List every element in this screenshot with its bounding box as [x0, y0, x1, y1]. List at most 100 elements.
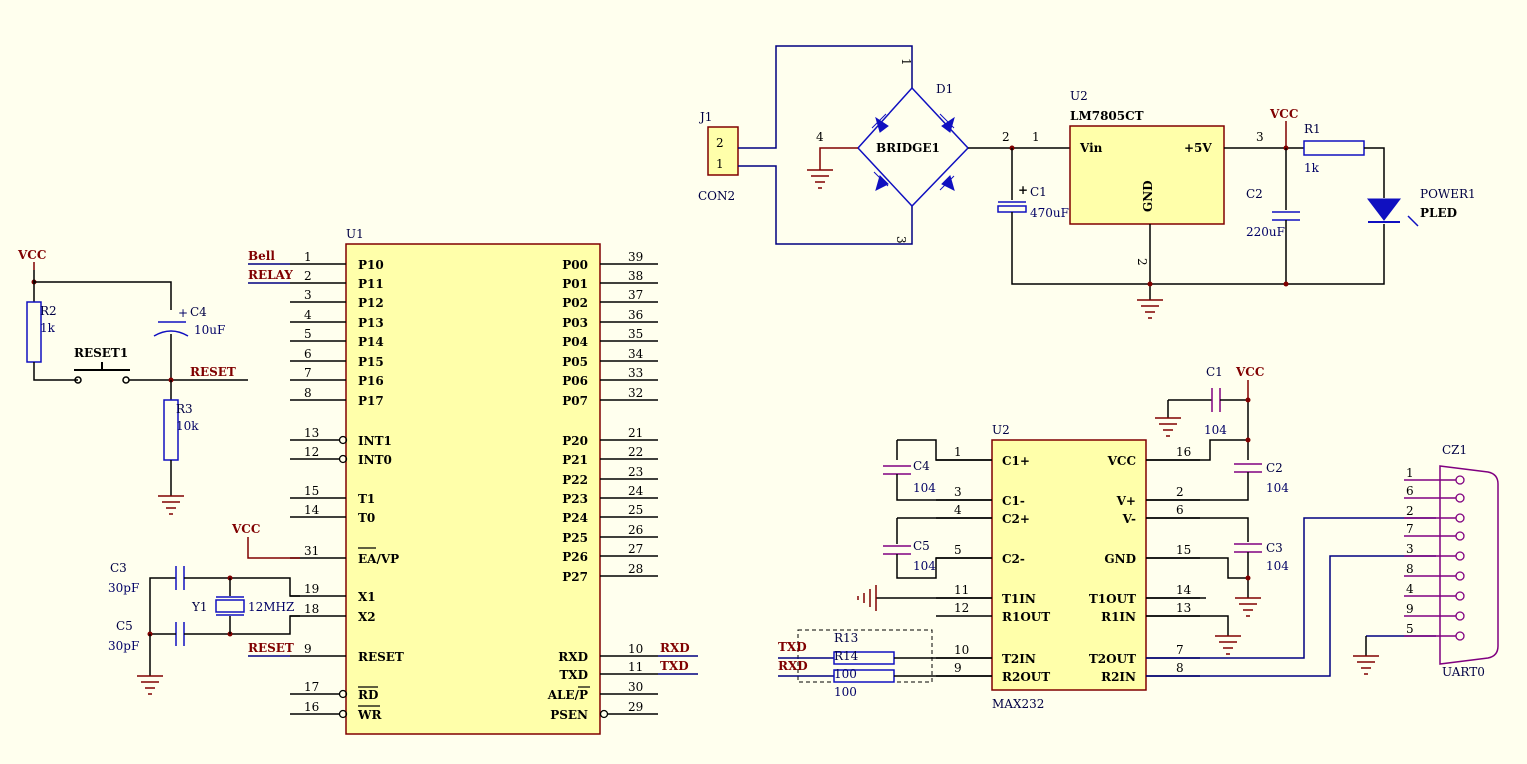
- c4-value: 10uF: [194, 323, 225, 337]
- u1-pin-num-28: 28: [628, 562, 643, 576]
- u1-pin-num-8: 8: [304, 386, 312, 400]
- db9-pin-num-3: 3: [1406, 542, 1414, 556]
- max-pin-num-4: 4: [954, 503, 962, 517]
- max-pin-num-6: 6: [1176, 503, 1184, 517]
- db9-pin-num-1: 1: [1406, 466, 1414, 480]
- u1-pin-num-38: 38: [628, 269, 643, 283]
- u1-pin-name-2: P11: [358, 277, 384, 291]
- r14-value: 100: [834, 685, 857, 699]
- c2-value: 220uF: [1246, 225, 1285, 239]
- led-arrow: [1407, 215, 1419, 227]
- c3-max-ref: C3: [1266, 541, 1283, 555]
- vcc-pin-node: [1245, 437, 1251, 443]
- u2-value: LM7805CT: [1070, 109, 1144, 123]
- u1-pin-name-34: P05: [562, 355, 588, 369]
- max-pin-num-9: 9: [954, 661, 962, 675]
- bridge-gnd-wire: [819, 147, 858, 170]
- u1-pin-name-39: P00: [562, 258, 588, 272]
- u1-pin-bubble-13: [338, 435, 348, 445]
- u1-pin-num-23: 23: [628, 465, 643, 479]
- reset-vcc-label: VCC: [17, 248, 46, 262]
- u1-pin-name-27: P26: [562, 550, 588, 564]
- db9-pin-num-8: 8: [1406, 562, 1414, 576]
- gnd-node: [1147, 281, 1153, 287]
- u2-pin-3: 3: [1256, 130, 1264, 144]
- u1-pin-name-24: P23: [562, 492, 588, 506]
- c5-max-ref: C5: [913, 539, 930, 553]
- c4-max-wire-top: [897, 439, 992, 461]
- bridge-ground-icon: [807, 169, 833, 189]
- c2-max-ref: C2: [1266, 461, 1283, 475]
- max-pin-num-1: 1: [954, 445, 962, 459]
- u1-pin-name-16: WR: [357, 708, 382, 722]
- max232-body: [991, 439, 1147, 691]
- r1-resistor: [1303, 140, 1365, 156]
- max-pin-num-14: 14: [1176, 583, 1192, 597]
- db9-pin-num-7: 7: [1406, 522, 1414, 536]
- u1-pin-name-1: P10: [358, 258, 384, 272]
- u2-vout: +5V: [1184, 141, 1212, 155]
- c1-vcc-node: [1245, 397, 1251, 403]
- led-ref: POWER1: [1420, 187, 1476, 201]
- max232-value: MAX232: [992, 697, 1044, 711]
- u1-pin-num-24: 24: [628, 484, 644, 498]
- u1-pin-num-22: 22: [628, 445, 643, 459]
- max-pin-name-8: R2IN: [1101, 670, 1136, 684]
- c1-max-value: 104: [1204, 423, 1227, 437]
- led-value: PLED: [1420, 206, 1457, 220]
- x2-wire: [184, 615, 300, 635]
- u1-pin-name-5: P14: [358, 335, 384, 349]
- u1-net-label-10: RXD: [660, 641, 690, 655]
- u1-pin-name-31: EA/VP: [358, 552, 399, 566]
- j1-wire-top: [738, 45, 913, 149]
- r3-ref: R3: [176, 402, 193, 416]
- c2-gnd-node: [1283, 281, 1289, 287]
- d1-value: BRIDGE1: [876, 141, 940, 155]
- vcc-pin-wire: [1146, 439, 1248, 461]
- db9-pin-socket-1: [1455, 475, 1465, 485]
- u1-pin-name-28: P27: [562, 570, 588, 584]
- u1-pin-name-10: RXD: [558, 650, 588, 664]
- u1-pin-name-18: X2: [358, 610, 376, 624]
- u1-right-pins: 39P0038P0137P0236P0335P0434P0533P0632P07…: [547, 250, 698, 722]
- t2out-wire: [1146, 517, 1436, 659]
- c2-max-value: 104: [1266, 481, 1289, 495]
- d1-ref: D1: [936, 82, 953, 96]
- gnd-pin-wire: [1146, 557, 1248, 579]
- r2in-wire: [1146, 555, 1436, 677]
- ea-vcc-wire: [247, 537, 300, 559]
- u2-pin-1: 1: [1032, 130, 1040, 144]
- u1-pin-num-10: 10: [628, 642, 643, 656]
- u1-pin-bubble-16: [338, 709, 348, 719]
- u1-pin-num-25: 25: [628, 503, 643, 517]
- u1-mcu: U1 1P10Bell2P11RELAY3P124P135P146P157P16…: [248, 227, 698, 735]
- db9-pin-socket-4: [1455, 591, 1465, 601]
- u1-pin-num-7: 7: [304, 366, 312, 380]
- x1-wire: [184, 577, 300, 597]
- u1-pin-name-25: P24: [562, 511, 588, 525]
- u1-pin-num-14: 14: [304, 503, 320, 517]
- u1-pin-name-21: P20: [562, 434, 588, 448]
- u1-ref: U1: [346, 227, 364, 241]
- max-pin-num-11: 11: [954, 583, 969, 597]
- c5-max-value: 104: [913, 559, 936, 573]
- reset-switch-label: RESET1: [74, 346, 128, 360]
- c1-plus: +: [1018, 183, 1028, 197]
- switch-terminal-left: [74, 376, 82, 384]
- max232-circuit: U2 MAX232 1C1+3C1-4C2+5C2-11T1IN12R1OUT1…: [778, 365, 1436, 711]
- c4-max-ref: C4: [913, 459, 930, 473]
- db9-pin-socket-7: [1455, 531, 1465, 541]
- c5-ref: C5: [116, 619, 133, 633]
- r13-value: 100: [834, 667, 857, 681]
- switch-terminal-right: [122, 376, 130, 384]
- c4-max-wire-bottom: [896, 474, 992, 501]
- u1-pin-name-19: X1: [358, 590, 376, 604]
- u1-pin-name-7: P16: [358, 374, 384, 388]
- max-pin-num-10: 10: [954, 643, 969, 657]
- ea-vcc: VCC: [231, 522, 300, 559]
- max232-ref: U2: [992, 423, 1010, 437]
- u1-pin-num-3: 3: [304, 288, 312, 302]
- max-pin-num-8: 8: [1176, 661, 1184, 675]
